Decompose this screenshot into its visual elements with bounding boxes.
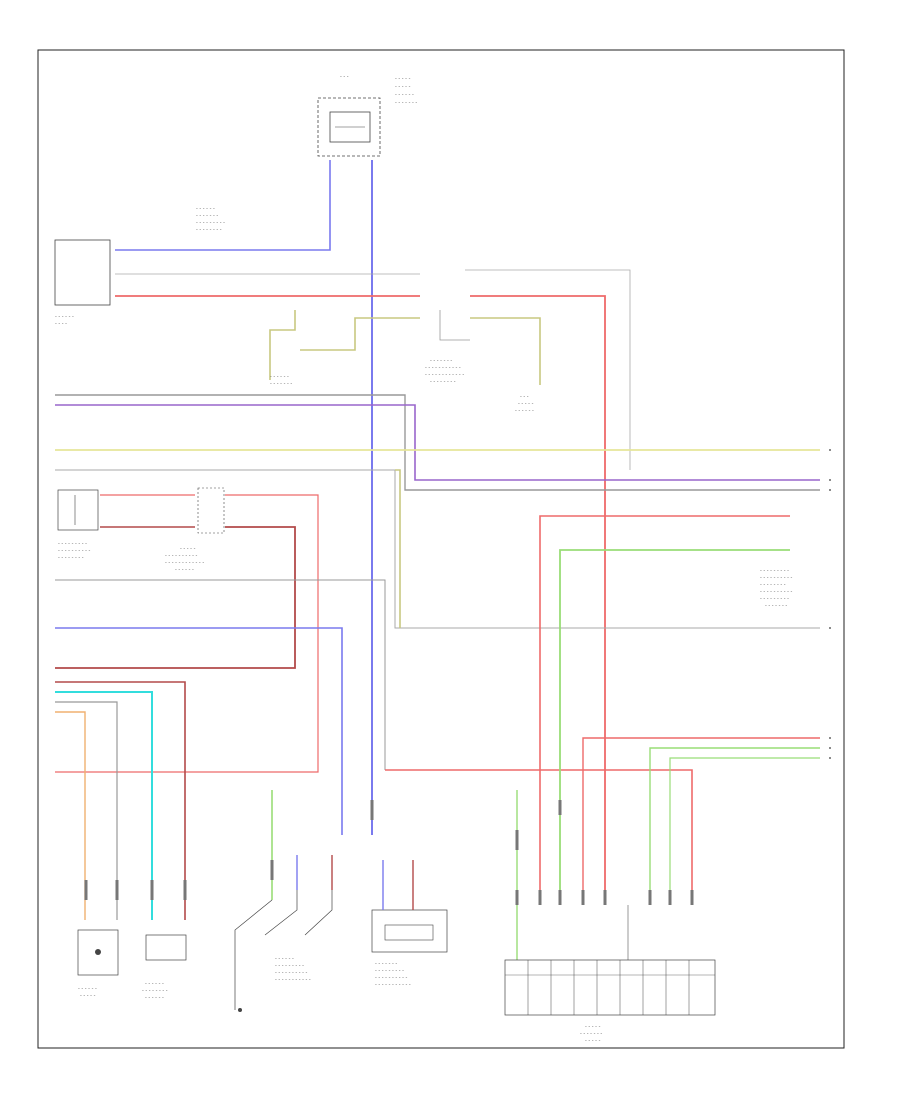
svg-text:- - - - - - - - - -: - - - - - - - - - - (375, 975, 408, 981)
mid-labels: - - - - - - - - - - - - - - - - - - - - … (196, 206, 534, 414)
svg-text:- - - - -: - - - - - (395, 76, 411, 82)
svg-text:- - - - - - -: - - - - - - - (580, 1031, 602, 1037)
svg-text:- - - - - -: - - - - - - (78, 986, 97, 992)
svg-text:- - - - - - - - - -: - - - - - - - - - - (165, 553, 198, 559)
svg-text:- - - - - - - -: - - - - - - - - (58, 555, 84, 561)
wire-red-right-top (470, 295, 606, 905)
wire-darkred-sw2 (55, 526, 296, 669)
right-edge-ticks (829, 449, 831, 759)
svg-text:- - - - - - - - - - -: - - - - - - - - - - - (275, 977, 311, 983)
svg-text:- - - - - - - - - - -: - - - - - - - - - - - (375, 982, 411, 988)
svg-text:- - - - - - -: - - - - - - - (395, 100, 417, 106)
svg-text:- - - - - - -: - - - - - - - (430, 358, 452, 364)
svg-text:- - - - - - -: - - - - - - - (270, 381, 292, 387)
svg-text:- - - - - -: - - - - - - (515, 408, 534, 414)
right-labels: - - - - - - - - - - - - - - - - - - - - … (760, 568, 793, 609)
wire-red-738 (582, 737, 820, 905)
svg-text:- - - - - -: - - - - - - (145, 995, 164, 1001)
svg-text:- - - - -: - - - - - (585, 1038, 601, 1044)
svg-text:- - - - - - - -: - - - - - - - - (430, 379, 456, 385)
wire-gray-580 (55, 579, 386, 770)
wire-red-b1 (55, 681, 186, 920)
svg-text:- - - - - -: - - - - - - (275, 956, 294, 962)
svg-text:- - - - - - -: - - - - - - - (375, 961, 397, 967)
svg-text:- - - - - - - - - - -: - - - - - - - - - - - (425, 365, 461, 371)
wire-gray-mid (55, 469, 820, 629)
svg-text:- - - -: - - - - (55, 321, 67, 327)
svg-text:- - - - - -: - - - - - - (175, 567, 194, 573)
wire-cyan (55, 691, 153, 920)
wire-gray-b (55, 701, 118, 920)
relay-mid-block: - - - - - - - - - - - - - - - - - - - - … (165, 487, 225, 573)
svg-text:- - - - - - - - - -: - - - - - - - - - - (275, 970, 308, 976)
sensor-right: - - - - - - - - - - - - - - - - - - - - … (371, 860, 448, 988)
svg-text:- - - - - - - - -: - - - - - - - - - (760, 596, 789, 602)
wire-olive-1 (269, 310, 296, 380)
wire-gray-long (55, 394, 820, 491)
svg-text:- - - - -: - - - - - (585, 1024, 601, 1030)
svg-text:- - -: - - - (340, 74, 349, 80)
wire-green-758 (669, 757, 820, 905)
svg-text:- - - - - - - - -: - - - - - - - - - (275, 963, 304, 969)
switch-left-block: - - - - - - - - - - - - - - - - - - - - … (57, 489, 99, 561)
wire-green-550 (559, 549, 790, 905)
wire-orange (55, 711, 86, 920)
svg-text:- - - - - - - -: - - - - - - - - (196, 227, 222, 233)
connector-block-bottom: - - - - - - - - - - - - - - - - - (504, 959, 716, 1044)
wire-red-sw2 (55, 494, 319, 773)
svg-text:- - - - - - - - - -: - - - - - - - - - - (58, 548, 91, 554)
svg-text:- - -: - - - (520, 394, 529, 400)
wire-purple-long (55, 404, 820, 481)
svg-text:- - - - - - - -: - - - - - - - - (142, 988, 168, 994)
svg-text:- - - - -: - - - - - (180, 546, 196, 552)
svg-text:- - - - - - - - -: - - - - - - - - - (375, 968, 404, 974)
svg-text:- - - - -: - - - - - (80, 993, 96, 999)
relay-top: - - - - - - - - - - - - - - - - - - - - … (317, 74, 417, 157)
sensor-left: - - - - - - - - - - - (77, 929, 119, 999)
wire-olive-4 (439, 310, 470, 341)
wire-olive-2 (300, 317, 420, 351)
connector-stubs (84, 800, 694, 905)
svg-text:- - - - - - - - - - - -: - - - - - - - - - - - - (425, 372, 464, 378)
svg-text:- - - - - - - -: - - - - - - - - (760, 582, 786, 588)
svg-text:- - - - - - -: - - - - - - - (196, 213, 218, 219)
svg-text:- - - - - -: - - - - - - (145, 981, 164, 987)
svg-text:- - - - - -: - - - - - - (196, 206, 215, 212)
wire-red-right-516 (539, 515, 790, 905)
switch-assembly: - - - - - - - - - - - - - - - - - - - - … (234, 855, 333, 1012)
wire-green-748 (649, 747, 820, 905)
diagram-frame (37, 49, 845, 1049)
svg-text:- - - - - - - - -: - - - - - - - - - (760, 568, 789, 574)
svg-text:- - - - -: - - - - - (518, 401, 534, 407)
wire-red-772 (385, 769, 693, 905)
wire-blue-628 (55, 627, 343, 835)
svg-text:- - - - - - - - -: - - - - - - - - - (196, 220, 225, 226)
svg-text:- - - - - - - - - - - -: - - - - - - - - - - - - (165, 560, 204, 566)
svg-text:- - - - - -: - - - - - - (395, 92, 414, 98)
svg-text:- - - - - - - - -: - - - - - - - - - (58, 541, 87, 547)
svg-text:- - - - - -: - - - - - - (270, 374, 289, 380)
svg-text:- - - - - - - - - -: - - - - - - - - - - (760, 589, 793, 595)
control-module-left: - - - - - - - - - - (54, 239, 111, 327)
wire-olive-3 (470, 317, 541, 385)
svg-text:- - - - -: - - - - - (395, 84, 411, 90)
sensor-mid: - - - - - - - - - - - - - - - - - - - - (142, 934, 187, 1001)
svg-text:- - - - - - -: - - - - - - - (765, 603, 787, 609)
wire-gray-right (465, 269, 631, 470)
wire-blue-module (115, 160, 331, 251)
svg-text:- - - - - - - - - -: - - - - - - - - - - (760, 575, 793, 581)
wire-olive-mid (395, 469, 401, 628)
svg-text:- - - - - -: - - - - - - (55, 314, 74, 320)
